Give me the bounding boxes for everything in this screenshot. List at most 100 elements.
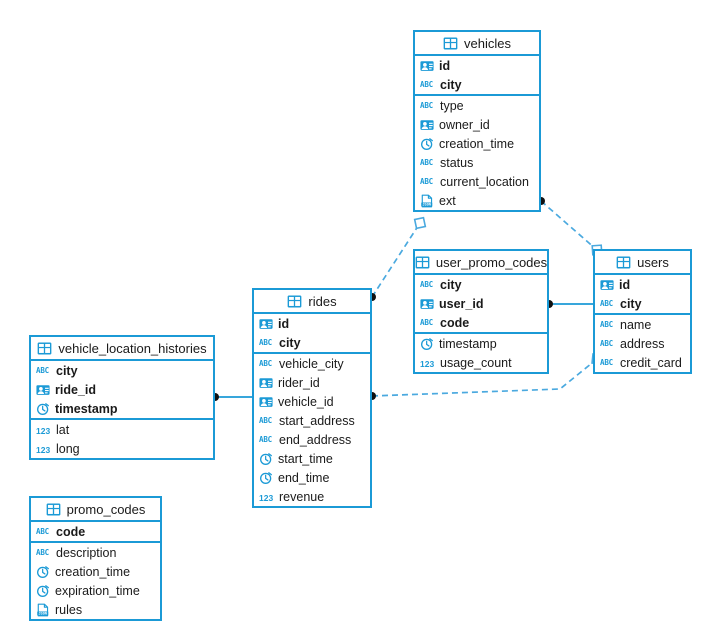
column-name: start_address bbox=[279, 413, 355, 428]
abc-icon: ABC bbox=[420, 100, 433, 110]
table-title: vehicle_location_histories bbox=[58, 340, 207, 356]
column-name: creation_time bbox=[55, 564, 131, 579]
table-header-users[interactable]: users bbox=[595, 251, 690, 275]
relationship-upc-to-users[interactable] bbox=[545, 300, 593, 308]
column-row[interactable]: start_time bbox=[254, 449, 370, 468]
column-row[interactable]: owner_id bbox=[415, 115, 539, 134]
column-name: lat bbox=[56, 422, 70, 437]
column-name: owner_id bbox=[439, 117, 490, 132]
column-name: status bbox=[440, 155, 474, 170]
column-name: city bbox=[279, 335, 301, 350]
table-icon bbox=[287, 295, 302, 308]
column-row[interactable]: expiration_time bbox=[31, 581, 160, 600]
abc-icon: ABC bbox=[600, 298, 613, 308]
column-name: revenue bbox=[279, 489, 325, 504]
column-group-user_promo_codes: timestamp 123 usage_count bbox=[415, 334, 547, 372]
table-header-vehicles[interactable]: vehicles bbox=[415, 32, 539, 56]
column-name: timestamp bbox=[55, 401, 118, 416]
abc-icon: ABC bbox=[259, 358, 272, 368]
column-row[interactable]: rider_id bbox=[254, 373, 370, 392]
table-header-vehicle_location_histories[interactable]: vehicle_location_histories bbox=[31, 337, 213, 361]
column-row[interactable]: timestamp bbox=[415, 334, 547, 353]
column-name: user_id bbox=[439, 296, 484, 311]
number-icon: 123 bbox=[36, 444, 51, 455]
table-title: promo_codes bbox=[66, 501, 146, 517]
column-row[interactable]: id bbox=[415, 56, 539, 75]
column-row[interactable]: user_id bbox=[415, 294, 547, 313]
column-row[interactable]: ride_id bbox=[31, 380, 213, 399]
abc-icon: ABC bbox=[259, 434, 272, 444]
table-header-user_promo_codes[interactable]: user_promo_codes bbox=[415, 251, 547, 275]
column-row[interactable]: vehicle_id bbox=[254, 392, 370, 411]
column-name: usage_count bbox=[440, 355, 512, 370]
column-row[interactable]: creation_time bbox=[31, 562, 160, 581]
table-title: vehicles bbox=[464, 35, 511, 51]
identity-icon bbox=[36, 383, 50, 397]
identity-icon bbox=[259, 395, 273, 409]
column-row[interactable]: id bbox=[254, 314, 370, 333]
column-name: city bbox=[440, 77, 462, 92]
column-row[interactable]: creation_time bbox=[415, 134, 539, 153]
svg-text:JSON: JSON bbox=[423, 202, 431, 206]
table-header-promo_codes[interactable]: promo_codes bbox=[31, 498, 160, 522]
clock-icon bbox=[259, 452, 273, 466]
svg-text:JSON: JSON bbox=[39, 611, 47, 615]
column-name: id bbox=[439, 58, 451, 73]
column-name: creation_time bbox=[439, 136, 515, 151]
clock-icon bbox=[259, 471, 273, 485]
table-icon bbox=[415, 256, 430, 269]
clock-icon bbox=[420, 137, 434, 151]
table-header-rides[interactable]: rides bbox=[254, 290, 370, 314]
clock-icon bbox=[36, 402, 50, 416]
column-row[interactable]: timestamp bbox=[31, 399, 213, 418]
column-row[interactable]: ABC code bbox=[415, 313, 547, 332]
abc-icon: ABC bbox=[600, 319, 613, 329]
column-name: code bbox=[440, 315, 470, 330]
column-row[interactable]: id bbox=[595, 275, 690, 294]
clock-icon bbox=[420, 337, 434, 351]
json-icon: JSON bbox=[420, 194, 434, 208]
column-name: credit_card bbox=[620, 355, 682, 370]
identity-icon bbox=[259, 317, 273, 331]
number-icon: 123 bbox=[420, 358, 435, 369]
column-row[interactable]: 123 usage_count bbox=[415, 353, 547, 372]
column-row[interactable]: end_time bbox=[254, 468, 370, 487]
relationship-vlh-to-rides[interactable] bbox=[211, 393, 252, 401]
abc-icon: ABC bbox=[420, 317, 433, 327]
abc-icon: ABC bbox=[420, 176, 433, 186]
relationship-vehicles-to-users[interactable] bbox=[537, 197, 603, 256]
abc-icon: ABC bbox=[600, 338, 613, 348]
